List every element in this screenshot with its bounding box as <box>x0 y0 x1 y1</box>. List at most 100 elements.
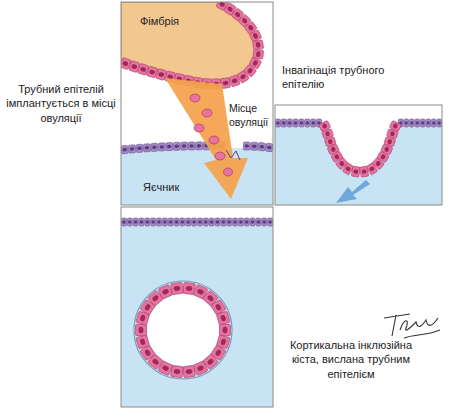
epithelial-cell <box>156 218 161 226</box>
cell-nucleus <box>421 121 424 125</box>
cell-body <box>216 2 229 11</box>
epithelial-cell <box>431 119 436 127</box>
cell-body <box>186 218 191 226</box>
epithelial-cell <box>250 218 255 226</box>
cell-nucleus <box>268 220 272 224</box>
cell-nucleus <box>122 148 127 152</box>
cell-body <box>183 365 196 377</box>
cell-nucleus <box>282 121 286 125</box>
arrow-invagination <box>336 180 370 203</box>
cell-body <box>136 144 143 153</box>
cell-nucleus <box>255 42 260 48</box>
epithelial-cell <box>267 218 272 226</box>
cell-nucleus <box>146 220 150 224</box>
epithelial-cell <box>256 218 261 226</box>
epithelial-cell <box>121 218 126 226</box>
epithelial-cell <box>188 142 195 150</box>
cell-body <box>121 218 126 226</box>
epithelial-cell <box>151 218 156 226</box>
migrating-cells <box>190 94 233 176</box>
cell-nucleus <box>185 369 192 375</box>
epithelial-cell <box>139 218 144 226</box>
cell-body <box>287 119 292 127</box>
epithelial-cell <box>216 311 230 325</box>
cell-body <box>174 218 179 226</box>
cell-nucleus <box>130 147 135 151</box>
epithelial-cell <box>186 218 191 226</box>
cell-nucleus <box>220 314 227 322</box>
cell-nucleus <box>175 220 179 224</box>
cell-body <box>253 49 264 59</box>
epithelial-cell <box>232 218 237 226</box>
cell-nucleus <box>427 121 430 125</box>
cell-nucleus <box>215 349 223 357</box>
cell-nucleus <box>144 349 152 357</box>
cell-nucleus <box>173 369 180 375</box>
cell-nucleus <box>186 220 190 224</box>
epithelial-cell <box>143 144 150 152</box>
cell-nucleus <box>210 220 214 224</box>
epithelial-cell <box>191 218 196 226</box>
epithelial-cell <box>351 166 360 177</box>
cell-body <box>256 218 261 226</box>
epithelial-cell <box>180 218 185 226</box>
cell-body <box>426 119 431 127</box>
cell-nucleus <box>215 303 223 311</box>
cyst-lumen <box>147 294 219 366</box>
cell-nucleus <box>151 358 159 366</box>
cell-body <box>415 119 420 127</box>
cell-body <box>265 143 273 152</box>
cell-body <box>389 120 401 131</box>
cell-body <box>267 218 272 226</box>
cell-nucleus <box>145 146 150 150</box>
epithelial-cell <box>221 218 226 226</box>
cell-nucleus <box>257 220 261 224</box>
epithelial-cell <box>299 119 304 127</box>
cell-nucleus <box>140 220 144 224</box>
cell-nucleus <box>259 145 264 149</box>
epithelial-cell <box>151 143 158 151</box>
cell-body <box>188 142 195 150</box>
cell-nucleus <box>219 2 226 8</box>
cell-nucleus <box>252 59 258 66</box>
cell-nucleus <box>410 121 413 125</box>
cell-nucleus <box>241 17 248 24</box>
cell-body <box>437 119 442 127</box>
epithelial-cell <box>404 119 409 127</box>
cell-nucleus <box>189 144 194 148</box>
epithelial-cell <box>166 142 173 150</box>
epithelial-cell <box>437 119 442 127</box>
cell-nucleus <box>247 67 254 74</box>
cell-nucleus <box>252 144 257 148</box>
cell-body <box>197 218 202 226</box>
cell-nucleus <box>222 220 226 224</box>
epithelial-cell <box>251 142 258 150</box>
cell-body <box>128 145 136 154</box>
cell-body <box>191 218 196 226</box>
epithelial-cell <box>275 119 280 127</box>
fimbria <box>121 2 257 81</box>
epithelial-cell <box>216 2 229 11</box>
epithelial-cell <box>265 143 273 152</box>
cell-body <box>227 218 232 226</box>
epithelial-cell <box>203 218 208 226</box>
epithelial-cell <box>128 145 136 154</box>
cell-nucleus <box>392 123 398 129</box>
cell-body <box>251 142 258 150</box>
cell-nucleus <box>334 154 340 161</box>
epithelial-cell <box>173 142 180 150</box>
cell-body <box>127 218 132 226</box>
label: Яєчник <box>143 180 203 194</box>
cyst-wall <box>134 281 232 379</box>
cell-nucleus <box>239 220 243 224</box>
cell-nucleus <box>182 144 187 148</box>
cell-nucleus <box>139 327 144 334</box>
cell-nucleus <box>204 220 208 224</box>
epithelial-cell <box>243 142 250 150</box>
cell-nucleus <box>390 131 396 137</box>
cell-body <box>299 119 304 127</box>
cell-nucleus <box>220 338 227 346</box>
epithelial-cell <box>162 218 167 226</box>
cell-nucleus <box>196 365 204 372</box>
cell-nucleus <box>369 166 376 172</box>
